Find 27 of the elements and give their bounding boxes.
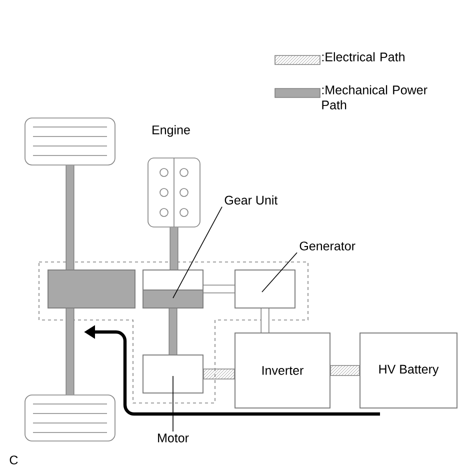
leader-line: [172, 376, 174, 432]
leader-line: [262, 252, 298, 292]
shaft: [66, 308, 74, 395]
electrical-link: [330, 365, 360, 376]
gear-unit-box: [142, 270, 204, 308]
engine-drawing: Engine: [148, 125, 200, 228]
electrical-link: [203, 368, 235, 380]
component-label: Gear Unit: [224, 195, 278, 205]
shaft: [168, 308, 178, 354]
figure-code: C: [10, 456, 18, 464]
shaft: [260, 308, 270, 332]
component-box: [234, 270, 296, 308]
component-box: HV Battery: [360, 332, 458, 408]
legend-text: :Mechanical Power Path: [322, 85, 428, 110]
component-box: Inverter: [234, 332, 330, 408]
shaft: [204, 284, 234, 294]
component-label: Motor: [158, 434, 189, 442]
node-label: Engine: [152, 125, 190, 137]
shaft: [170, 227, 178, 270]
legend-text: :Electrical Path: [322, 52, 404, 62]
leader-line: [172, 206, 222, 298]
component-label: Generator: [300, 242, 356, 250]
shaft: [66, 165, 74, 270]
component-box: [142, 354, 204, 394]
wheel-drawing: [24, 394, 116, 442]
wheel-drawing: [24, 118, 116, 166]
differential-box: [48, 270, 136, 308]
